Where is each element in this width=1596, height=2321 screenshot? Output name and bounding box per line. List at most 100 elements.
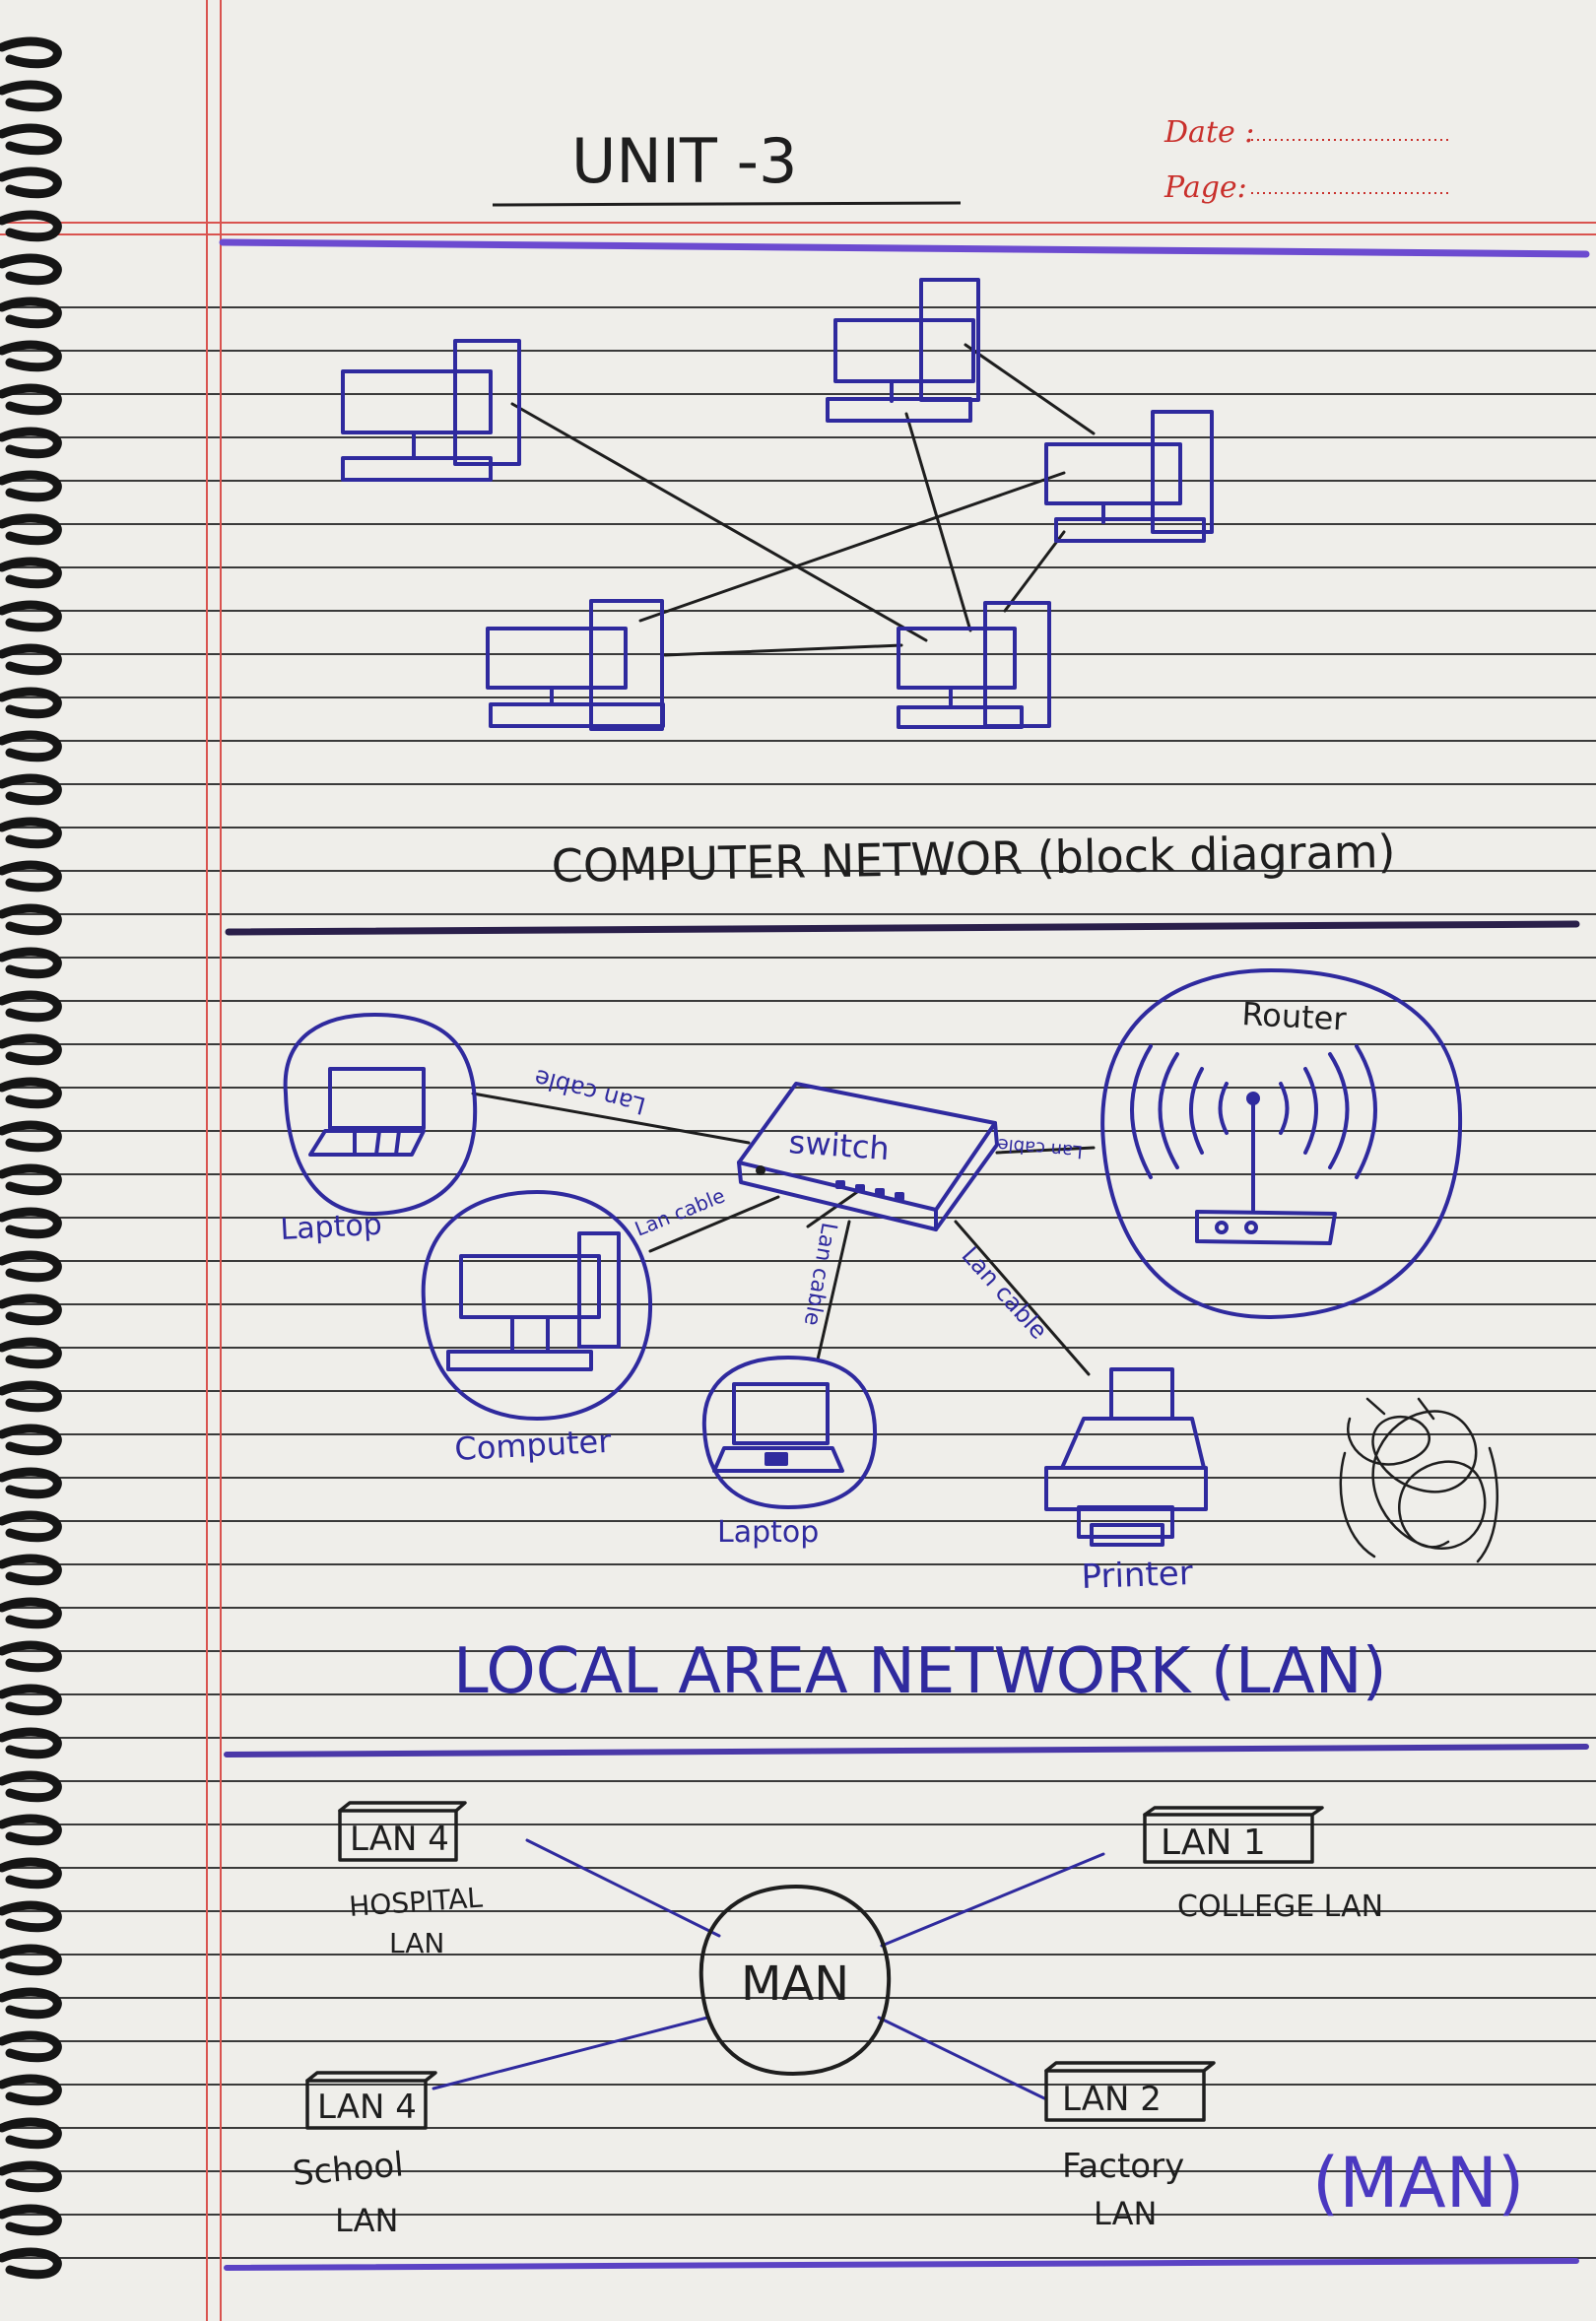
spiral-ring xyxy=(0,557,62,589)
laptop-bottom-label: Laptop xyxy=(717,1515,819,1550)
spiral-ring xyxy=(0,860,62,893)
router-label: Router xyxy=(1241,995,1349,1038)
spiral-ring xyxy=(0,1467,62,1499)
spiral-ring xyxy=(0,470,62,502)
mesh-computer-2 xyxy=(826,278,980,423)
spiral-ring xyxy=(0,1293,62,1326)
lan-college-sub: COLLEGE LAN xyxy=(1177,1890,1383,1924)
spiral-ring xyxy=(0,1510,62,1543)
spiral-ring xyxy=(0,2117,62,2150)
separator-1 xyxy=(219,238,1590,258)
section2-caption: LOCAL AREA NETWORK (LAN) xyxy=(453,1635,1387,1708)
laptop-left xyxy=(283,1013,478,1217)
printer-label: Printer xyxy=(1081,1554,1193,1597)
separator-4 xyxy=(224,2258,1579,2271)
spiral-ring xyxy=(0,1770,62,1803)
spiral-ring xyxy=(0,1380,62,1413)
spiral-ring xyxy=(0,600,62,632)
spiral-ring xyxy=(0,1207,62,1239)
mesh-computer-5 xyxy=(897,601,1051,729)
spiral-ring xyxy=(0,1163,62,1196)
spiral-binding xyxy=(0,36,62,2280)
man-diagram: MAN LAN 4 HOSPITAL LAN LAN 1 COLLEGE LAN… xyxy=(291,1801,1383,2239)
spiral-ring xyxy=(0,773,62,806)
spiral-ring xyxy=(0,1597,62,1629)
spiral-ring xyxy=(0,1857,62,1890)
spiral-ring xyxy=(0,1640,62,1673)
spiral-ring xyxy=(0,383,62,416)
mesh-computer-1 xyxy=(341,339,521,482)
spiral-ring xyxy=(0,1033,62,1066)
spiral-ring xyxy=(0,1337,62,1369)
spiral-ring xyxy=(0,210,62,242)
spiral-ring xyxy=(0,297,62,329)
spiral-ring xyxy=(0,1727,62,1759)
separator-2 xyxy=(225,920,1580,936)
spiral-ring xyxy=(0,1900,62,1933)
lan-box-hospital xyxy=(338,1801,467,1862)
lan-school-label: LAN 4 xyxy=(317,2088,417,2127)
spiral-ring xyxy=(0,1120,62,1153)
spiral-ring xyxy=(0,990,62,1023)
spiral-ring xyxy=(0,80,62,112)
switch-label: switch xyxy=(787,1123,891,1167)
spiral-ring xyxy=(0,36,62,69)
spiral-ring xyxy=(0,166,62,199)
lan-factory-sub2: LAN xyxy=(1094,2195,1157,2232)
lan-box-college xyxy=(1143,1806,1324,1864)
page-label: Page: xyxy=(1164,170,1247,205)
title-underline xyxy=(492,201,962,207)
mesh-links xyxy=(510,343,1096,657)
section3-caption: (MAN) xyxy=(1312,2143,1524,2223)
lan-hospital-label: LAN 4 xyxy=(350,1820,449,1859)
spiral-ring xyxy=(0,2160,62,2193)
laptop-bottom xyxy=(701,1356,878,1509)
spiral-ring xyxy=(0,1987,62,2020)
spiral-ring xyxy=(0,427,62,459)
mesh-network-diagram xyxy=(341,278,1214,731)
spiral-ring xyxy=(0,687,62,719)
lan-box-factory xyxy=(1044,2061,1216,2122)
man-center xyxy=(698,1885,892,2076)
router-device xyxy=(1100,968,1463,1320)
spiral-ring xyxy=(0,643,62,676)
spiral-ring xyxy=(0,2074,62,2106)
spiral-ring xyxy=(0,1077,62,1109)
spiral-ring xyxy=(0,1554,62,1586)
lan-factory-sub1: Factory xyxy=(1062,2147,1184,2186)
spiral-ring xyxy=(0,817,62,849)
date-label: Date : xyxy=(1164,115,1254,150)
spiral-ring xyxy=(0,947,62,979)
spiral-ring xyxy=(0,2030,62,2063)
spiral-ring xyxy=(0,513,62,546)
computer-device xyxy=(421,1190,653,1421)
printer-device xyxy=(1044,1367,1208,1547)
spiral-ring xyxy=(0,1250,62,1283)
spiral-ring xyxy=(0,1684,62,1716)
ruled-lines xyxy=(0,306,1596,2259)
spiral-ring xyxy=(0,2204,62,2236)
spiral-ring xyxy=(0,1424,62,1456)
switch-device xyxy=(737,1082,999,1231)
separator-3 xyxy=(224,1744,1589,1757)
computer-label: Computer xyxy=(453,1423,613,1468)
mesh-computer-4 xyxy=(486,599,665,731)
lan-factory-label: LAN 2 xyxy=(1062,2080,1162,2119)
laptop-left-label: Laptop xyxy=(280,1208,383,1247)
spiral-ring xyxy=(0,2247,62,2280)
spiral-ring xyxy=(0,123,62,156)
spiral-ring xyxy=(0,340,62,372)
unit-title: UNIT -3 xyxy=(571,125,797,197)
lan-cables xyxy=(471,1092,1096,1376)
spiral-ring xyxy=(0,253,62,286)
lan-hospital-sub2: LAN xyxy=(389,1927,444,1959)
spiral-ring xyxy=(0,730,62,763)
lan-box-school xyxy=(305,2071,437,2130)
mesh-computer-3 xyxy=(1044,410,1214,543)
spiral-ring xyxy=(0,1814,62,1846)
lan-college-label: LAN 1 xyxy=(1161,1823,1266,1863)
